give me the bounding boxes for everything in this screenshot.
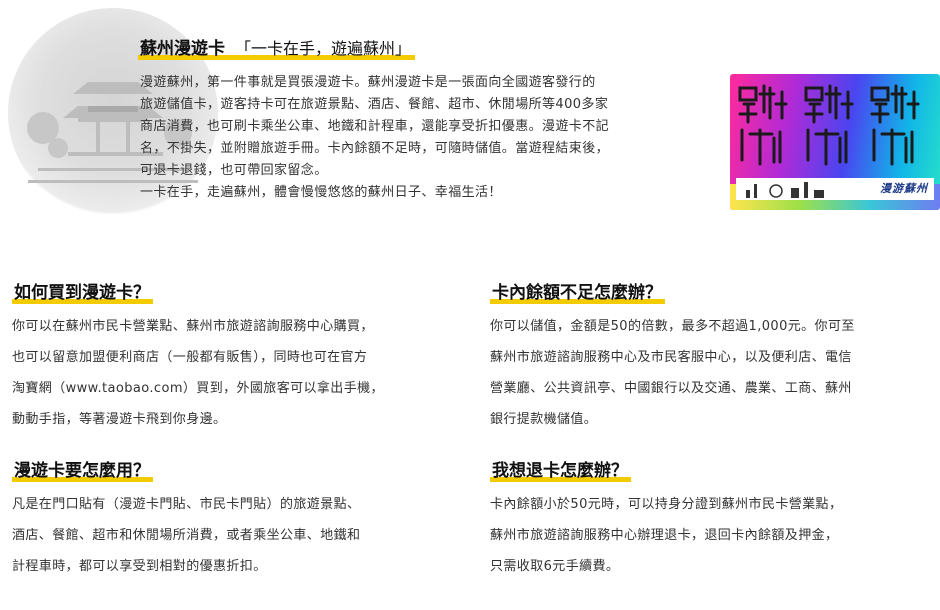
section-heading: 我想退卡怎麼辦？ [490,456,631,482]
section-line: 蘇州市旅遊諮詢服務中心辦理退卡，退回卡內餘額及押金， [490,528,839,543]
page-title-text: 蘇州漫遊卡 [140,39,225,59]
card-calligraphy-graphic [738,84,920,166]
section-line: 酒店、餐館、超市和休閒場所消費，或者乘坐公車、地鐵和 [12,528,361,543]
travel-card-image: 漫游蘇州 [730,74,940,210]
section-line: 營業廳、公共資訊亭、中國銀行以及交通、農業、工商、蘇州 [490,381,852,396]
section-body: 卡內餘額小於50元時，可以持身分證到蘇州市民卡營業點， 蘇州市旅遊諮詢服務中心辦… [490,489,930,582]
faq-section-topup: 卡內餘額不足怎麼辦？ 你可以儲值，金額是50的倍數，最多不超過1,000元。你可… [490,278,930,435]
slogan: 「一卡在手，遊遍蘇州」 [235,39,412,58]
section-line: 卡內餘額小於50元時，可以持身分證到蘇州市民卡營業點， [490,497,843,512]
section-line: 銀行提款機儲值。 [490,412,598,427]
intro-paragraph: 漫遊蘇州，第一件事就是買張漫遊卡。蘇州漫遊卡是一張面向全國遊客發行的 旅遊儲值卡… [140,72,710,204]
section-line: 動動手指，等著漫遊卡飛到你身邊。 [12,412,227,427]
section-body: 凡是在門口貼有（漫遊卡門貼、市民卡門貼）的旅遊景點、 酒店、餐館、超市和休閒場所… [12,489,452,582]
section-body: 你可以在蘇州市民卡營業點、蘇州市旅遊諮詢服務中心購買， 也可以留意加盟便利商店（… [12,311,452,435]
intro-line: 一卡在手，走遍蘇州，體會慢慢悠悠的蘇州日子、幸福生活！ [140,185,502,200]
section-line: 你可以儲值，金額是50的倍數，最多不超過1,000元。你可至 [490,319,855,334]
intro-line: 漫遊蘇州，第一件事就是買張漫遊卡。蘇州漫遊卡是一張面向全國遊客發行的 [140,75,596,90]
section-line: 也可以留意加盟便利商店（一般都有販售），同時也可在官方 [12,350,368,365]
intro-line: 可退卡退錢，也可帶回家留念。 [140,163,328,178]
card-brand-text: 漫游蘇州 [880,182,928,195]
intro-line: 旅遊儲值卡，遊客持卡可在旅遊景點、酒店、餐館、超市、休閒場所等400多家 [140,97,609,112]
section-line: 計程車時，都可以享受到相對的優惠折扣。 [12,559,267,574]
section-heading: 漫遊卡要怎麼用？ [12,456,153,482]
card-skyline-band [736,178,934,200]
intro-line: 名，不掛失，並附贈旅遊手冊。卡內餘額不足時，可隨時儲值。當遊程結束後， [140,141,610,156]
page-title: 蘇州漫遊卡「一卡在手，遊遍蘇州」 [138,34,416,60]
section-line: 只需收取6元手續費。 [490,559,620,574]
faq-section-buy: 如何買到漫遊卡？ 你可以在蘇州市民卡營業點、蘇州市旅遊諮詢服務中心購買， 也可以… [12,278,452,435]
section-heading: 如何買到漫遊卡？ [12,278,153,304]
section-line: 蘇州市旅遊諮詢服務中心及市民客服中心，以及便利店、電信 [490,350,852,365]
section-line: 你可以在蘇州市民卡營業點、蘇州市旅遊諮詢服務中心購買， [12,319,374,334]
faq-section-refund: 我想退卡怎麼辦？ 卡內餘額小於50元時，可以持身分證到蘇州市民卡營業點， 蘇州市… [490,456,930,582]
section-line: 凡是在門口貼有（漫遊卡門貼、市民卡門貼）的旅遊景點、 [12,497,361,512]
intro-line: 商店消費，也可刷卡乘坐公車、地鐵和計程車，還能享受折扣優惠。漫遊卡不記 [140,119,610,134]
section-heading: 卡內餘額不足怎麼辦？ [490,278,665,304]
faq-section-usage: 漫遊卡要怎麼用？ 凡是在門口貼有（漫遊卡門貼、市民卡門貼）的旅遊景點、 酒店、餐… [12,456,452,582]
section-body: 你可以儲值，金額是50的倍數，最多不超過1,000元。你可至 蘇州市旅遊諮詢服務… [490,311,930,435]
section-line: 淘寶網（www.taobao.com）買到，外國旅客可以拿出手機， [12,381,384,396]
